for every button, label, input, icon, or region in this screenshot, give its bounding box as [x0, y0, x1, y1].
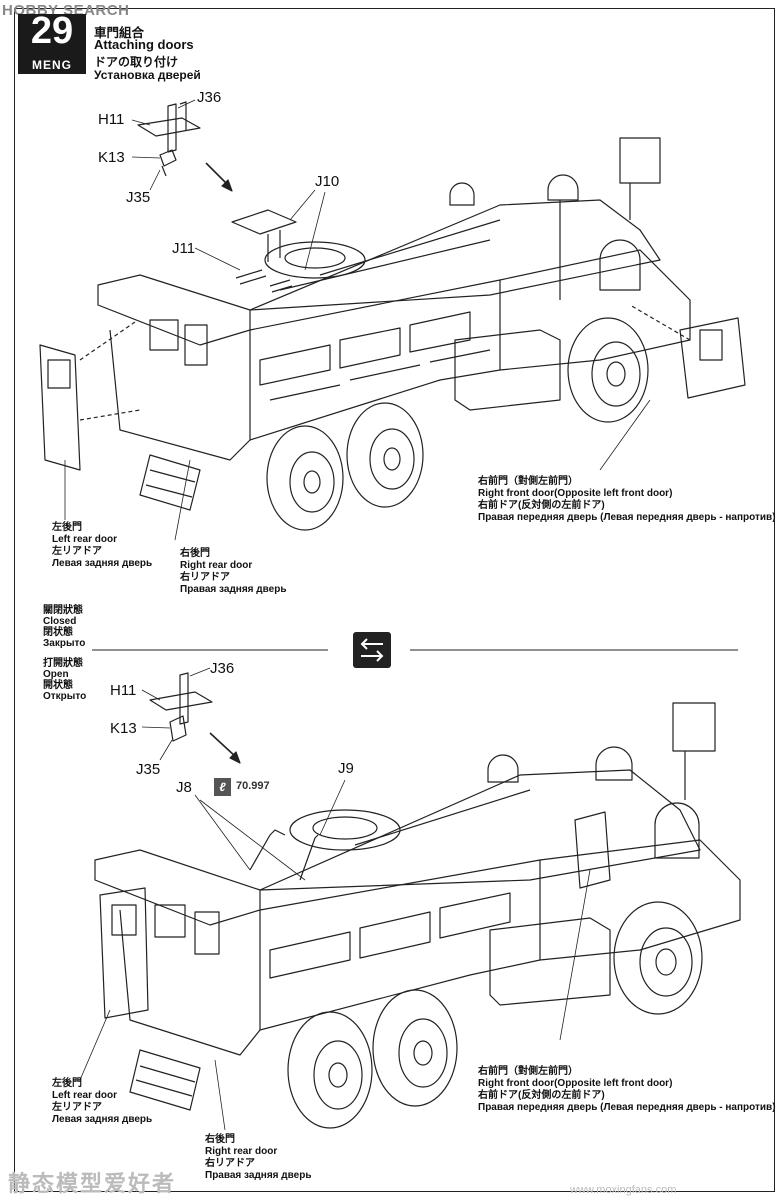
arrow-top — [205, 162, 229, 186]
title-en: Attaching doors — [94, 37, 194, 52]
part-label-j8: J8 — [176, 779, 192, 796]
step-number: 29 — [30, 10, 74, 52]
left-rear-door-top — [39, 344, 81, 471]
hinge-subassembly-top — [137, 101, 201, 177]
part-label-j11: J11 — [172, 240, 196, 257]
wheels-top — [266, 317, 649, 531]
part-label-j10: J10 — [315, 173, 340, 190]
left-rear-door-open — [99, 887, 149, 1019]
title-ru: Установка дверей — [94, 68, 201, 82]
page-frame — [14, 8, 775, 1192]
part-label-j36: J36 — [197, 89, 222, 106]
truck-bottom — [94, 702, 741, 1111]
part-label-h11-bottom: H11 — [110, 682, 137, 699]
caption-right-front-door-top: 右前門（對側左前門） Right front door(Opposite lef… — [478, 476, 776, 523]
part-label-j9: J9 — [338, 760, 354, 777]
hinge-subassembly-bottom — [149, 672, 213, 742]
caption-right-rear-door-top: 右後門 Right rear door 右リアドア Правая задняя … — [180, 548, 287, 595]
title-ja: ドアの取り付け — [94, 55, 179, 69]
part-label-k13: K13 — [98, 149, 125, 166]
paint-brush-icon: ℓ — [214, 778, 231, 796]
right-front-door-open — [574, 811, 611, 889]
wheels-bottom — [287, 901, 703, 1129]
part-label-j35: J35 — [126, 189, 151, 206]
part-label-k13-bottom: K13 — [110, 720, 137, 737]
part-label-j36-bottom: J36 — [210, 660, 235, 677]
title-zh: 車門組合 — [94, 26, 145, 40]
state-closed: 關閉狀態 Closed 閉状態 Закрыто — [43, 605, 86, 649]
arrow-bottom — [209, 732, 237, 758]
right-front-door-top — [679, 317, 746, 399]
part-label-j35-bottom: J35 — [136, 761, 161, 778]
caption-right-front-door-bottom: 右前門（對側左前門） Right front door(Opposite lef… — [478, 1066, 776, 1113]
caption-right-rear-door-bottom: 右後門 Right rear door 右リアドア Правая задняя … — [205, 1134, 312, 1181]
state-open: 打開狀態 Open 開状態 Открыто — [43, 658, 87, 702]
truck-top — [97, 137, 691, 511]
brand-logo: MENG — [32, 58, 72, 72]
part-label-h11: H11 — [98, 111, 125, 128]
footer-url: www.moxingfans.com — [570, 1184, 677, 1196]
swap-arrows-icon — [353, 632, 391, 668]
paint-code: 70.997 — [236, 780, 270, 792]
footer-site-mark: 静态模型爱好者 — [8, 1171, 177, 1196]
caption-left-rear-door-top: 左後門 Left rear door 左リアドア Левая задняя дв… — [52, 522, 153, 569]
step-badge: 29 MENG — [18, 10, 86, 74]
hood-panel-j10 — [231, 209, 297, 262]
caption-left-rear-door-bottom: 左後門 Left rear door 左リアドア Левая задняя дв… — [52, 1078, 153, 1125]
